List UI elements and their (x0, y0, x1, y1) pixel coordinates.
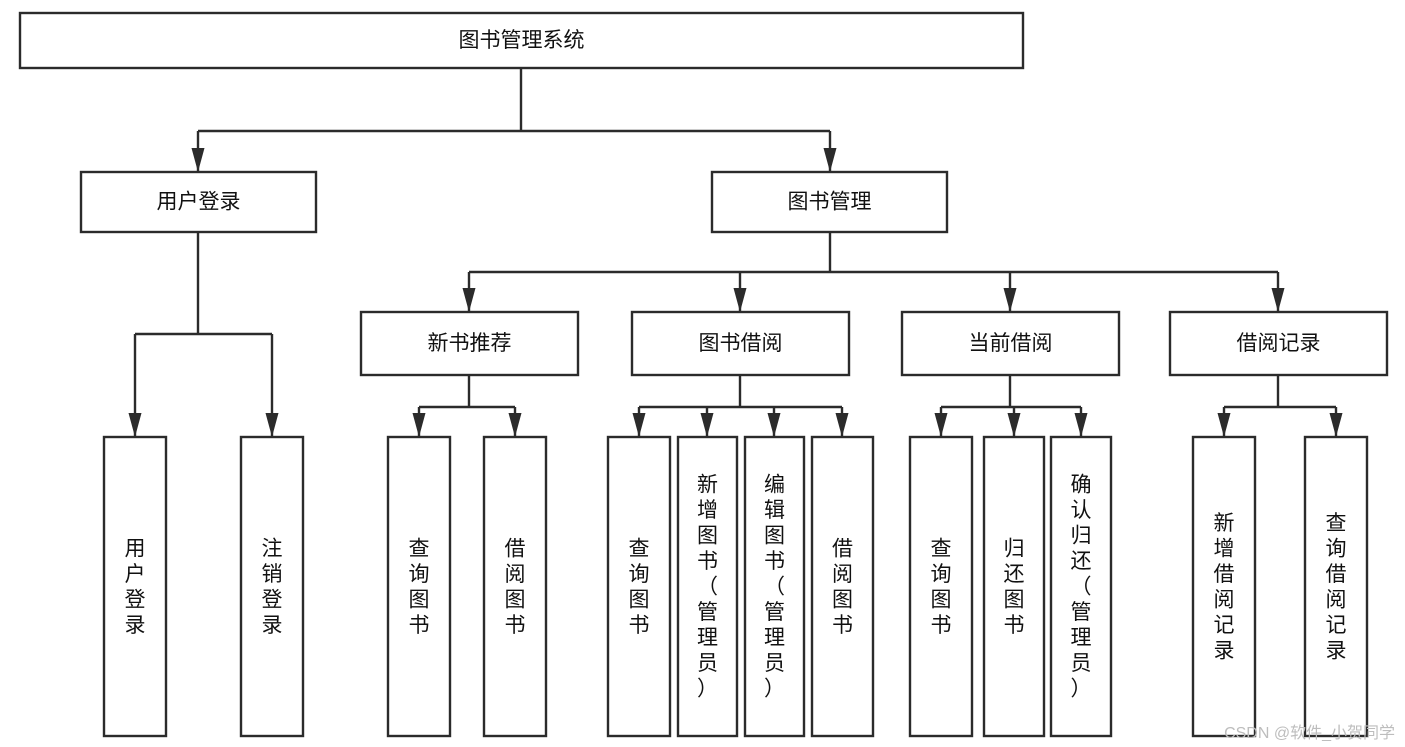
node-leaf-10-确认归还管理员[interactable]: 确认归还（管理员） (1049, 435, 1113, 738)
node-leaf-8-查询图书[interactable]: 查询图书 (908, 435, 974, 738)
arrow-head-icon (733, 288, 747, 312)
node-box[interactable] (386, 435, 452, 738)
node-box[interactable] (102, 435, 168, 738)
node-box[interactable] (743, 435, 806, 738)
node-label: 归还图书 (1004, 537, 1025, 637)
node-leaf-6-编辑图书管理员[interactable]: 编辑图书（管理员） (743, 435, 806, 738)
node-level3-借阅记录[interactable]: 借阅记录 (1168, 310, 1389, 377)
node-box[interactable] (900, 310, 1121, 377)
node-label: 图书借阅 (699, 332, 783, 355)
arrow-head-icon (823, 148, 837, 172)
connector-layer (128, 68, 1343, 437)
csdn-watermark: CSDN @软件_小贺同学 (1224, 725, 1395, 742)
node-box[interactable] (359, 310, 580, 377)
node-leaf-1-注销登录[interactable]: 注销登录 (239, 435, 305, 738)
node-label: 查询借阅记录 (1326, 512, 1347, 663)
node-box[interactable] (982, 435, 1046, 738)
node-box[interactable] (908, 435, 974, 738)
node-leaf-5-新增图书管理员[interactable]: 新增图书（管理员） (676, 435, 739, 738)
arrow-head-icon (1003, 288, 1017, 312)
node-label: 借阅图书 (832, 537, 853, 637)
node-leaf-0-用户登录[interactable]: 用户登录 (102, 435, 168, 738)
arrow-head-icon (412, 413, 426, 437)
arrow-head-icon (1271, 288, 1285, 312)
node-leaf-9-归还图书[interactable]: 归还图书 (982, 435, 1046, 738)
node-box[interactable] (79, 170, 318, 234)
node-level2-用户登录[interactable]: 用户登录 (79, 170, 318, 234)
node-label: 用户登录 (157, 191, 241, 214)
node-layer: 图书管理系统用户登录图书管理新书推荐图书借阅当前借阅借阅记录用户登录注销登录查询… (18, 11, 1389, 738)
node-box[interactable] (606, 435, 672, 738)
node-level2-图书管理[interactable]: 图书管理 (710, 170, 949, 234)
node-label: 新增借阅记录 (1214, 512, 1235, 663)
arrow-head-icon (1074, 413, 1088, 437)
node-label: 查询图书 (931, 537, 952, 637)
arrow-head-icon (462, 288, 476, 312)
arrow-head-icon (128, 413, 142, 437)
node-label: 图书管理 (788, 191, 872, 214)
node-leaf-4-查询图书[interactable]: 查询图书 (606, 435, 672, 738)
node-level3-图书借阅[interactable]: 图书借阅 (630, 310, 851, 377)
arrow-head-icon (1329, 413, 1343, 437)
arrow-head-icon (700, 413, 714, 437)
node-leaf-7-借阅图书[interactable]: 借阅图书 (810, 435, 875, 738)
node-box[interactable] (1168, 310, 1389, 377)
node-label: 编辑图书（管理员） (764, 474, 785, 701)
node-root-图书管理系统[interactable]: 图书管理系统 (18, 11, 1025, 70)
node-box[interactable] (1191, 435, 1257, 738)
arrow-head-icon (265, 413, 279, 437)
node-leaf-12-查询借阅记录[interactable]: 查询借阅记录 (1303, 435, 1369, 738)
node-label: 查询图书 (409, 537, 430, 637)
node-leaf-11-新增借阅记录[interactable]: 新增借阅记录 (1191, 435, 1257, 738)
node-label: 用户登录 (125, 537, 146, 637)
arrow-head-icon (835, 413, 849, 437)
node-level3-当前借阅[interactable]: 当前借阅 (900, 310, 1121, 377)
node-box[interactable] (1049, 435, 1113, 738)
arrow-head-icon (191, 148, 205, 172)
arrow-head-icon (767, 413, 781, 437)
node-label: 借阅图书 (505, 537, 526, 637)
node-level3-新书推荐[interactable]: 新书推荐 (359, 310, 580, 377)
node-box[interactable] (239, 435, 305, 738)
node-label: 当前借阅 (969, 332, 1053, 355)
node-label: 注销登录 (262, 537, 283, 637)
node-leaf-2-查询图书[interactable]: 查询图书 (386, 435, 452, 738)
node-label: 新增图书（管理员） (697, 474, 718, 701)
arrow-head-icon (508, 413, 522, 437)
node-box[interactable] (810, 435, 875, 738)
arrow-head-icon (934, 413, 948, 437)
node-box[interactable] (676, 435, 739, 738)
node-label: 确认归还（管理员） (1071, 474, 1092, 701)
arrow-head-icon (632, 413, 646, 437)
node-label: 新书推荐 (428, 332, 512, 355)
arrow-head-icon (1007, 413, 1021, 437)
node-box[interactable] (710, 170, 949, 234)
node-box[interactable] (1303, 435, 1369, 738)
node-leaf-3-借阅图书[interactable]: 借阅图书 (482, 435, 548, 738)
node-label: 图书管理系统 (459, 29, 585, 52)
node-label: 借阅记录 (1237, 332, 1321, 355)
node-box[interactable] (482, 435, 548, 738)
node-box[interactable] (18, 11, 1025, 70)
arrow-head-icon (1217, 413, 1231, 437)
node-label: 查询图书 (629, 537, 650, 637)
node-box[interactable] (630, 310, 851, 377)
